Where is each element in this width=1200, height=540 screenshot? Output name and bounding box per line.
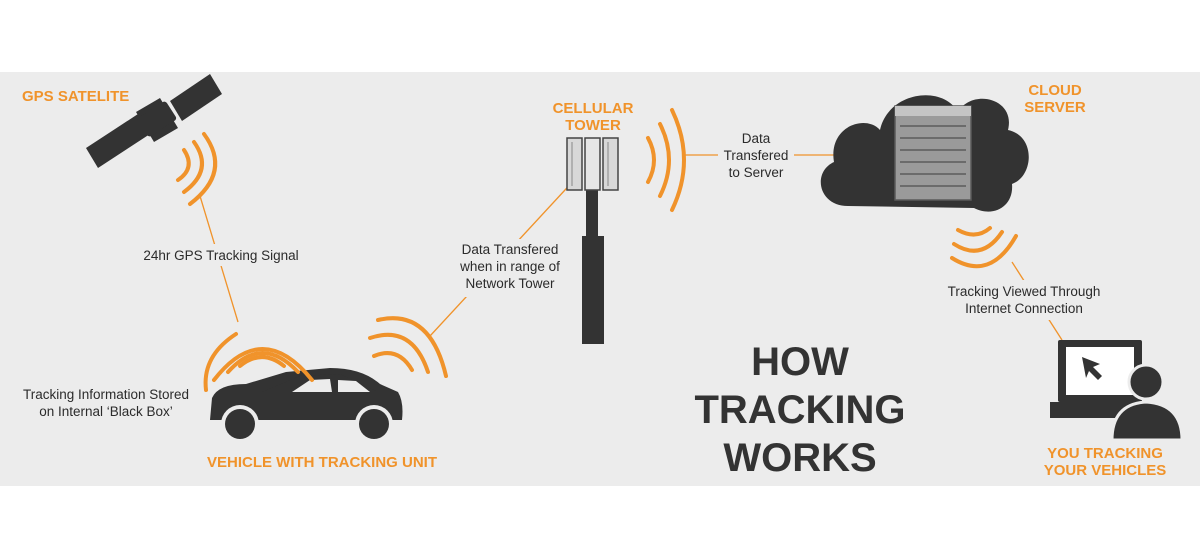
diagram-title-line3: WORKS (723, 436, 877, 480)
to-tower-text-line2: when in range of (460, 259, 560, 274)
viewed-text-line2: Internet Connection (965, 301, 1083, 316)
vehicle-label: VEHICLE WITH TRACKING UNIT (207, 454, 437, 471)
cloud-server-label-line1: CLOUD (1028, 82, 1082, 99)
you-tracking-label-line1: YOU TRACKING (1047, 445, 1163, 462)
black-box-text-line2: on Internal ‘Black Box’ (39, 404, 173, 419)
cell-tower-icon (566, 137, 619, 344)
cloud-server-label-line2: SERVER (1024, 99, 1086, 116)
satellite-icon (86, 74, 222, 168)
black-box-text: Tracking Information Stored on Internal … (6, 386, 206, 420)
to-server-text-line1: Data (741, 131, 771, 146)
cellular-tower-label-line2: TOWER (565, 117, 621, 134)
cloud-server-icon (820, 95, 1029, 212)
cellular-tower-label-line1: CELLULAR (552, 100, 634, 117)
to-tower-text: Data Transfered when in range of Network… (438, 241, 582, 292)
gps-signal-text: 24hr GPS Tracking Signal (143, 248, 299, 263)
diagram-title-line2: TRACKING (694, 388, 906, 432)
diagram-title-line1: HOW (751, 340, 849, 384)
cellular-tower-label: CELLULAR TOWER (538, 100, 648, 134)
to-server-text-line3: to Server (728, 165, 784, 180)
black-box-text-line1: Tracking Information Stored (22, 387, 190, 402)
viewed-text-line1: Tracking Viewed Through (947, 284, 1101, 299)
to-server-text: Data Transfered to Server (712, 130, 800, 181)
you-tracking-label: YOU TRACKING YOUR VEHICLES (1030, 445, 1180, 479)
diagram-title: HOW TRACKING WORKS (660, 338, 940, 482)
computer-user-icon (1050, 340, 1184, 442)
to-server-text-line2: Transfered (723, 148, 789, 163)
you-tracking-label-line2: YOUR VEHICLES (1043, 462, 1167, 479)
car-icon (210, 368, 403, 443)
to-tower-text-line3: Network Tower (465, 276, 555, 291)
to-tower-text-line1: Data Transfered (461, 242, 559, 257)
cloud-server-label: CLOUD SERVER (1010, 82, 1100, 116)
gps-satellite-label: GPS SATELITE (22, 88, 130, 105)
viewed-text: Tracking Viewed Through Internet Connect… (930, 283, 1118, 317)
